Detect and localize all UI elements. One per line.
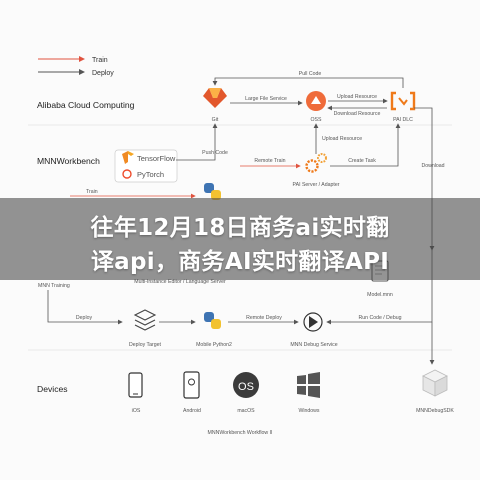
gear-icon — [305, 153, 327, 173]
edge-create-task — [330, 123, 401, 167]
mnn-debug-sdk-node: MNNDebugSDK — [416, 369, 454, 414]
macos-device: OS macOS — [233, 372, 259, 414]
edge-deploy — [47, 290, 123, 325]
pytorch-icon — [122, 169, 132, 179]
python-icon — [204, 312, 221, 329]
edge-label-large-file-service: Large File Service — [245, 96, 287, 102]
edge-label-train: Train — [86, 189, 98, 195]
oss-label: OSS — [311, 117, 322, 123]
windows-device: Windows — [297, 372, 320, 414]
android-device: Android — [183, 371, 201, 414]
pai-dlc-label: PAI DLC — [393, 117, 413, 123]
footer-caption: MNNWorkbench Workflow II — [208, 430, 273, 436]
pai-dlc-node: PAI DLC — [390, 91, 416, 123]
edge-label-download: Download — [421, 163, 444, 169]
android-phone-icon — [183, 371, 200, 399]
tensorflow-icon — [122, 151, 134, 164]
gitlab-icon — [203, 88, 227, 108]
lane-title-mnnworkbench: MNNWorkbench — [37, 156, 100, 166]
ios-label: iOS — [132, 408, 141, 414]
edge-label-deploy: Deploy — [76, 315, 93, 321]
legend: Train Deploy — [38, 56, 114, 77]
pai-server-node: PAI Server / Adapter — [293, 153, 340, 188]
ios-device: iOS — [128, 372, 143, 414]
macos-icon: OS — [233, 372, 259, 398]
edge-push-code — [176, 123, 218, 161]
edge-label-remote-train: Remote Train — [254, 158, 285, 164]
legend-train-label: Train — [92, 57, 108, 64]
mnn-training-label: MNN Training — [38, 283, 70, 289]
lane-title-devices: Devices — [37, 384, 68, 394]
title-banner: 往年12月18日商务ai实时翻 译api，商务AI实时翻译API — [0, 198, 480, 280]
framework-box: TensorFlow PyTorch — [114, 149, 178, 183]
mnn-debug-service-label: MNN Debug Service — [290, 342, 337, 348]
edge-label-push-code: Push Code — [202, 150, 228, 156]
model-mnn-label: Model.mnn — [367, 292, 393, 298]
banner-title-line-2: 译api，商务AI实时翻译API — [90, 249, 390, 275]
pai-server-label: PAI Server / Adapter — [293, 182, 340, 188]
pai-dlc-icon — [390, 91, 416, 111]
oss-icon — [306, 91, 326, 111]
oss-node: OSS — [306, 91, 326, 123]
edge-pull-code — [212, 77, 404, 88]
multi-instance-label: Multi-Instance Editor / Language Server — [134, 279, 226, 285]
git-label: Git — [212, 117, 219, 123]
banner-title-line-1: 往年12月18日商务ai实时翻 — [90, 215, 390, 241]
windows-icon — [297, 372, 320, 398]
mnn-debug-sdk-label: MNNDebugSDK — [416, 408, 454, 414]
edge-label-run-code-debug: Run Code / Debug — [359, 315, 402, 321]
mnn-debug-service-node: MNN Debug Service — [290, 312, 338, 348]
edge-label-download-resource: Download Resource — [334, 111, 381, 117]
legend-deploy-label: Deploy — [92, 70, 114, 77]
edge-label-pull-code: Pull Code — [299, 71, 322, 77]
debug-service-icon — [303, 312, 323, 332]
lane-title-alibaba: Alibaba Cloud Computing — [37, 100, 135, 110]
python-icon — [204, 183, 221, 200]
deploy-target-label: Deploy Target — [129, 342, 161, 348]
layers-icon — [133, 309, 157, 331]
android-label: Android — [183, 408, 201, 414]
tensorflow-label: TensorFlow — [137, 154, 176, 163]
deploy-target-node: Deploy Target — [129, 309, 162, 348]
edge-label-remote-deploy: Remote Deploy — [246, 315, 282, 321]
macos-badge-text: OS — [238, 381, 254, 393]
pytorch-label: PyTorch — [137, 170, 164, 179]
mobile-python-node: Mobile Python2 — [196, 312, 232, 348]
mobile-python-label: Mobile Python2 — [196, 342, 232, 348]
edge-label-upload-resource: Upload Resource — [337, 94, 377, 100]
phone-icon — [128, 372, 143, 398]
windows-label: Windows — [298, 408, 319, 414]
edge-label-create-task: Create Task — [348, 158, 376, 164]
git-node: Git — [203, 88, 227, 123]
edge-label-upload-resource-2: Upload Resource — [322, 136, 362, 142]
sdk-cube-icon — [422, 369, 448, 397]
macos-label: macOS — [237, 408, 255, 414]
